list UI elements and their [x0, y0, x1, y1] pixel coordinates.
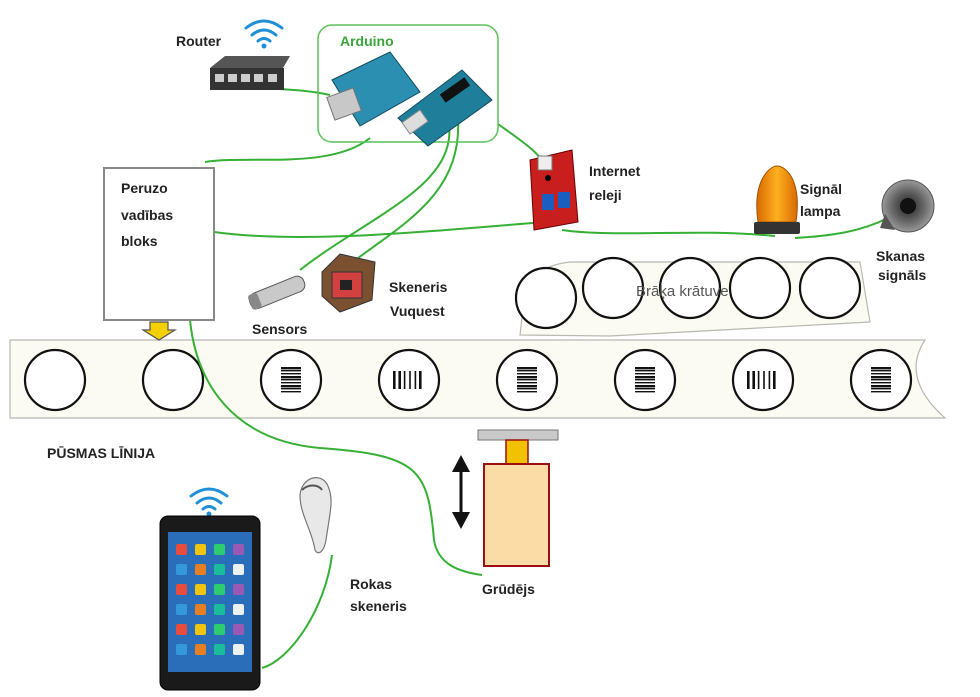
conveyor-item	[731, 348, 795, 412]
internet-relay: Internet releji	[529, 149, 644, 231]
wire-block-pusher	[189, 319, 483, 576]
barcode-icon	[747, 371, 776, 389]
svg-text:Skeneris Vuquest: Skeneris Vuquest	[389, 279, 451, 319]
conveyor-item	[23, 348, 87, 412]
signal-lamp-label-1: Signāl	[800, 181, 842, 197]
double-vertical-arrow-icon	[452, 455, 470, 529]
barcode-icon	[635, 367, 655, 393]
wire-relay-lamp	[561, 229, 776, 237]
signal-lamp: Signāl lampa	[754, 165, 846, 234]
reject-item	[728, 256, 792, 320]
conveyor-item	[613, 348, 677, 412]
conveyor-item	[377, 348, 441, 412]
sound-signal: Skanas signāls	[876, 179, 935, 283]
arduino: Arduino	[317, 24, 499, 147]
barcode-icon	[393, 371, 422, 389]
wifi-icon	[244, 19, 284, 49]
wire-handscanner-tablet	[261, 554, 333, 669]
reject-storage: Brāķa krātuve	[514, 256, 871, 337]
reject-item	[798, 256, 862, 320]
scanner-label-2: Vuquest	[390, 303, 445, 319]
reject-item	[514, 266, 578, 330]
scanner-vuquest: Skeneris Vuquest	[321, 253, 451, 319]
wire-lamp-horn	[794, 217, 889, 239]
control-block-label-1: Peruzo	[121, 180, 168, 196]
svg-text:Skanas signāls: Skanas signāls	[876, 248, 929, 283]
wire-arduino-scanner	[357, 117, 460, 259]
wifi-icon	[189, 487, 229, 517]
down-arrow-icon	[140, 321, 178, 341]
internet-relay-label-1: Internet	[589, 163, 641, 179]
conveyor-item	[849, 348, 913, 412]
barcode-icon	[871, 367, 891, 393]
pusher: Grūdējs	[452, 429, 559, 597]
reject-item	[581, 256, 645, 320]
conveyor-line-label: PŪSMAS LĪNIJA	[47, 445, 155, 461]
hand-scanner-label-2: skeneris	[350, 598, 407, 614]
barcode-icon	[281, 367, 301, 393]
sound-signal-label-1: Skanas	[876, 248, 925, 264]
router: Router	[176, 19, 290, 90]
conveyor-item	[141, 348, 205, 412]
arduino-ethernet-board	[326, 51, 421, 127]
reject-item	[658, 256, 722, 320]
wire-block-relay	[213, 221, 546, 239]
signal-lamp-label-2: lampa	[800, 203, 841, 219]
svg-text:Peruzo vadības blo: Peruzo vadības bloks	[121, 180, 177, 249]
internet-relay-label-2: releji	[589, 187, 622, 203]
hand-scanner: Rokas skeneris	[299, 477, 407, 614]
control-block: Peruzo vadības bloks	[103, 167, 215, 341]
svg-text:Rokas skeneris: Rokas skeneris	[350, 576, 407, 614]
barcode-icon	[517, 367, 537, 393]
arduino-label: Arduino	[340, 33, 394, 49]
scanner-label-1: Skeneris	[389, 279, 448, 295]
conveyor-line	[9, 339, 947, 419]
sensor-label: Sensors	[252, 321, 307, 337]
svg-text:Signāl lampa: Signāl lampa	[800, 181, 846, 219]
conveyor-item	[495, 348, 559, 412]
router-label: Router	[176, 33, 222, 49]
conveyor-item	[259, 348, 323, 412]
tablet	[159, 487, 261, 691]
control-block-label-2: vadības	[121, 207, 173, 223]
reject-storage-label: Brāķa krātuve	[636, 283, 729, 300]
arduino-mkr-board	[397, 69, 493, 147]
svg-text:Internet releji: Internet releji	[589, 163, 644, 203]
sensor: Sensors	[248, 275, 307, 337]
sound-signal-label-2: signāls	[878, 267, 926, 283]
control-block-label-3: bloks	[121, 233, 158, 249]
pusher-label: Grūdējs	[482, 581, 535, 597]
hand-scanner-label-1: Rokas	[350, 576, 392, 592]
wire-arduino-block	[204, 137, 371, 163]
